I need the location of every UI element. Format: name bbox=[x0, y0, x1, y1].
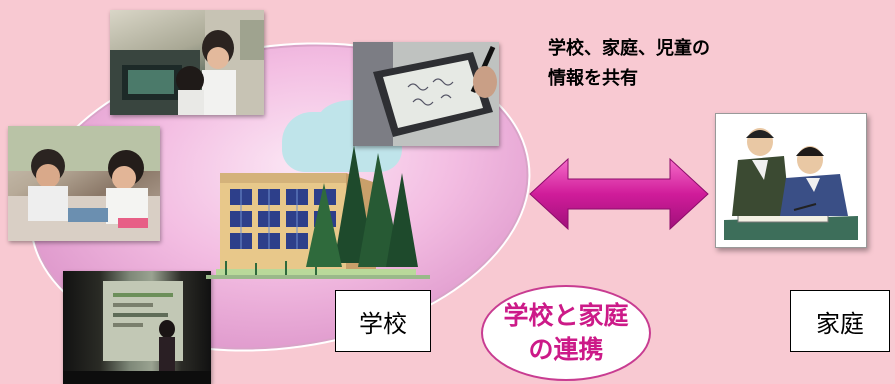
info-text-line1: 学校、家庭、児童の bbox=[548, 38, 710, 59]
home-label-box: 家庭 bbox=[790, 290, 890, 352]
parent-child-study-icon bbox=[724, 120, 858, 244]
school-home-cooperation-label: 学校と家庭 の連携 bbox=[481, 285, 651, 381]
home-label: 家庭 bbox=[816, 309, 864, 338]
double-arrow-icon bbox=[528, 157, 710, 235]
info-text-line2: 情報を共有 bbox=[548, 68, 638, 89]
photo-child-at-whiteboard bbox=[63, 271, 211, 384]
photo-tablet-with-stylus bbox=[353, 42, 499, 146]
home-image-frame bbox=[715, 113, 867, 248]
photo-children-at-tablet-table bbox=[110, 10, 264, 115]
info-sharing-text: 学校、家庭、児童の 情報を共有 bbox=[548, 34, 710, 94]
photo-children-at-desk bbox=[8, 126, 160, 241]
school-building-icon bbox=[206, 143, 430, 287]
center-label-line1: 学校と家庭 bbox=[503, 301, 629, 330]
school-label: 学校 bbox=[359, 309, 407, 338]
center-label-line2: の連携 bbox=[528, 335, 604, 364]
school-label-box: 学校 bbox=[335, 290, 431, 352]
